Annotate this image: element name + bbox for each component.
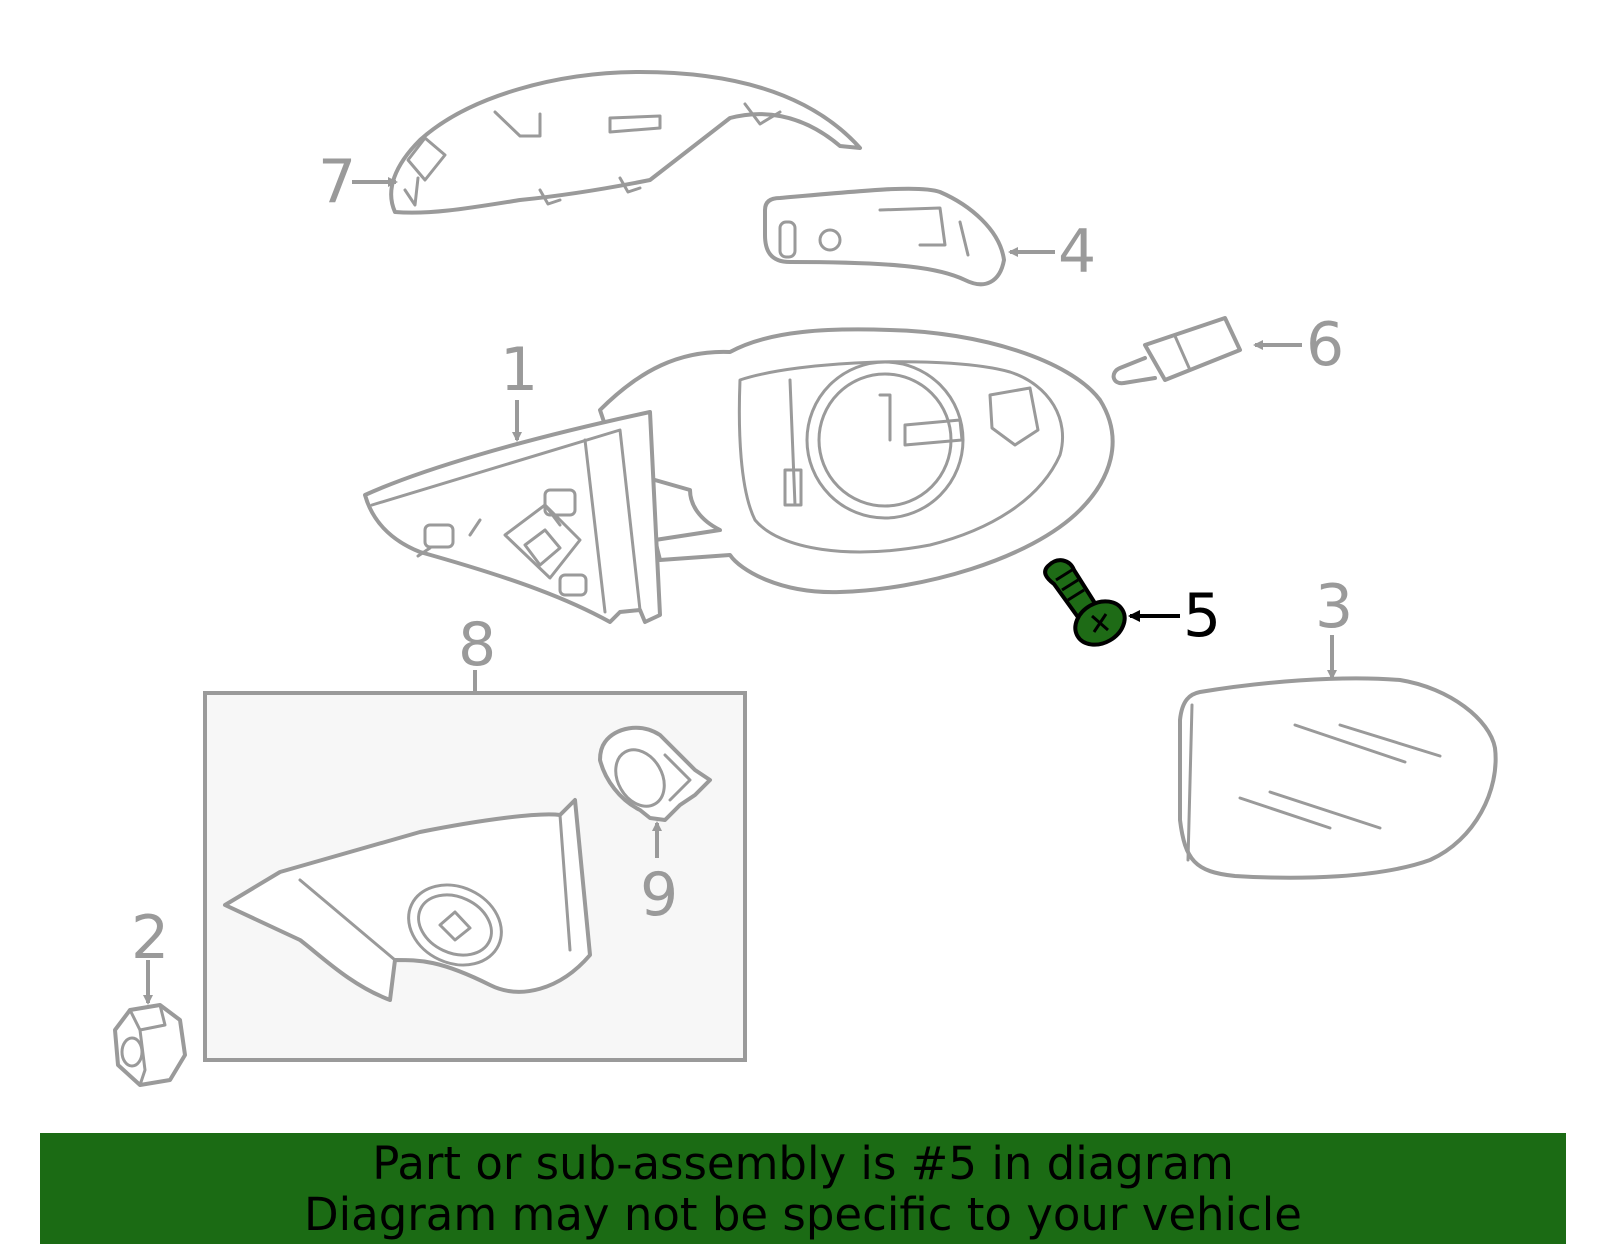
leader-lines (143, 177, 1337, 1005)
part-9-motor[interactable] (598, 725, 712, 822)
callout-labels: 1 2 3 4 5 6 7 8 9 (131, 147, 1353, 973)
banner-line-2: Diagram may not be specific to your vehi… (304, 1187, 1302, 1241)
callout-6: 6 (1306, 310, 1344, 380)
part-4-housing-bracket[interactable] (763, 186, 1006, 287)
callout-1: 1 (500, 335, 538, 405)
callout-3: 3 (1315, 572, 1353, 642)
part-7-mirror-cover[interactable] (389, 70, 862, 215)
callout-5: 5 (1183, 581, 1221, 651)
callout-7: 7 (318, 147, 356, 217)
callout-9: 9 (640, 860, 678, 930)
part-5-screw[interactable] (1043, 558, 1132, 653)
part-6-bulb[interactable] (1111, 316, 1242, 386)
part-1-mirror-assembly[interactable] (363, 327, 1115, 624)
info-banner: Part or sub-assembly is #5 in diagram Di… (40, 1133, 1566, 1244)
callout-2: 2 (131, 903, 169, 973)
callout-8: 8 (458, 610, 496, 680)
part-3-mirror-glass[interactable] (1178, 676, 1498, 880)
callout-4: 4 (1058, 217, 1096, 287)
part-2-nut[interactable] (113, 1003, 187, 1087)
banner-line-1: Part or sub-assembly is #5 in diagram (372, 1136, 1234, 1190)
